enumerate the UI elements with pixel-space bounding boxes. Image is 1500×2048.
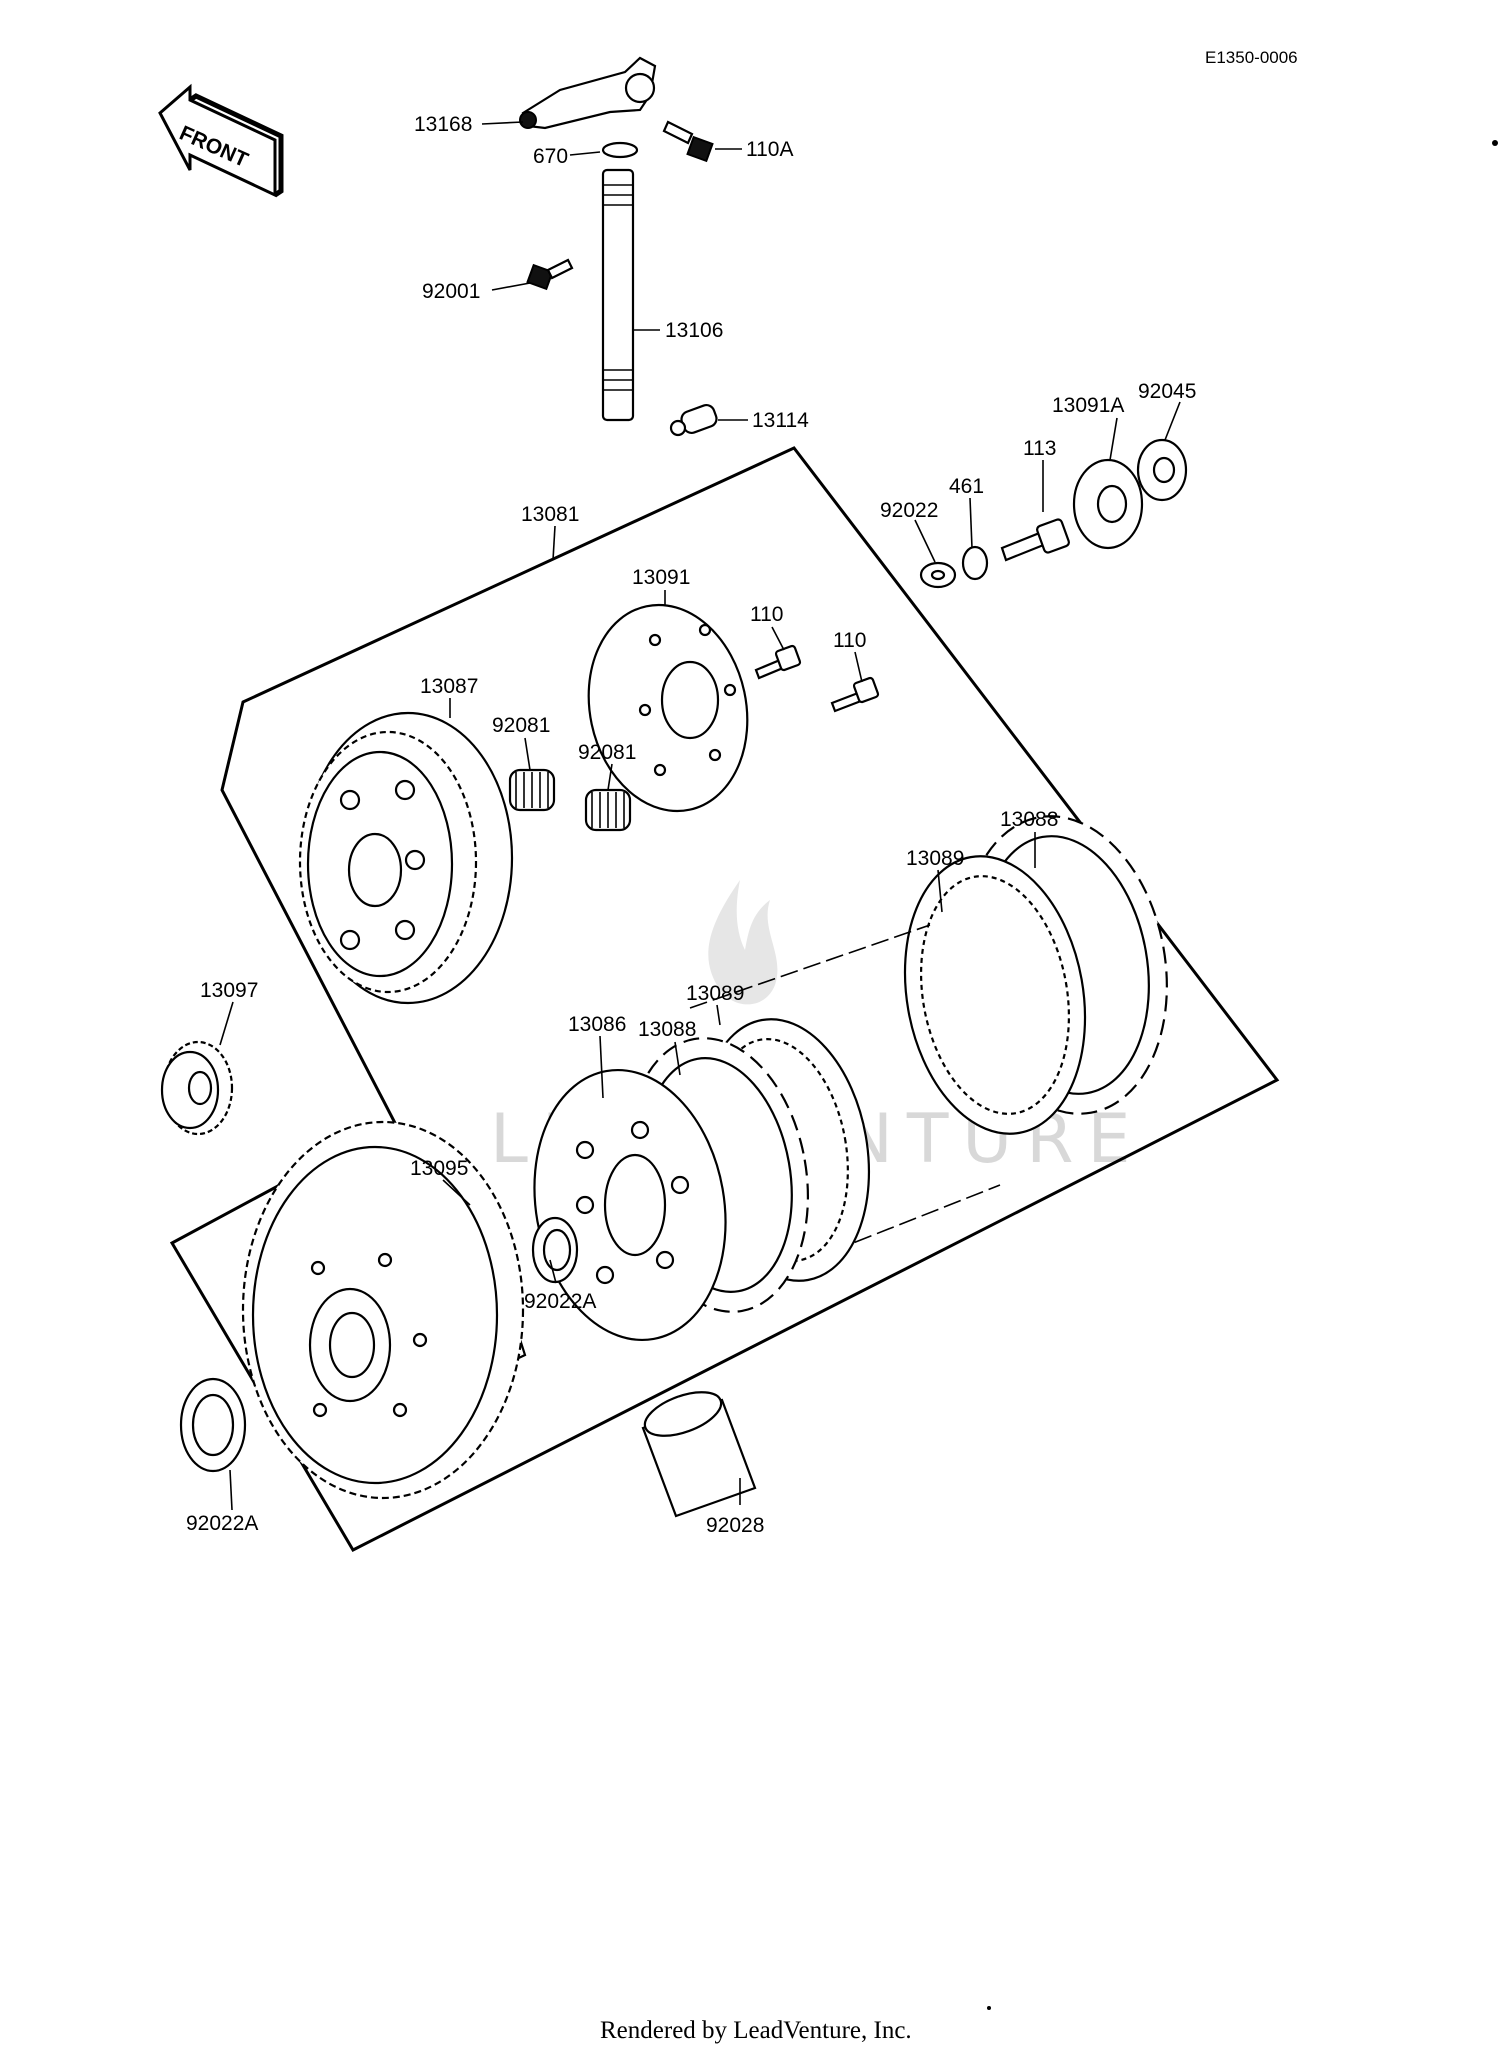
part-label-110A: 110A: [746, 138, 794, 161]
edge-dot: [1492, 140, 1498, 146]
part-label-461: 461: [949, 475, 984, 498]
spring-92081-a: [508, 768, 556, 812]
part-label-92081-a: 92081: [492, 714, 550, 737]
part-label-13114: 13114: [752, 409, 809, 432]
part-label-92028: 92028: [706, 1514, 764, 1537]
part-label-110-a: 110: [750, 603, 783, 626]
part-label-13095: 13095: [410, 1157, 468, 1180]
part-label-92022A-inner: 92022A: [524, 1290, 596, 1313]
part-label-92001: 92001: [422, 280, 480, 303]
gear-13097: [160, 1040, 234, 1136]
part-label-110-b: 110: [833, 629, 866, 652]
part-label-670: 670: [533, 145, 568, 168]
watermark-flame-icon: [708, 880, 778, 1005]
bearing-holder-13091A: [1072, 458, 1144, 550]
part-label-13088-right: 13088: [1000, 808, 1058, 831]
pin-13114: [669, 404, 718, 437]
clutch-center-13086: [533, 1068, 727, 1342]
leader-lines: [219, 121, 1181, 1511]
part-label-92022A-outer: 92022A: [186, 1512, 258, 1535]
o-ring-670: [601, 141, 639, 159]
collar-92028: [641, 1391, 757, 1518]
part-label-113: 113: [1023, 437, 1056, 460]
washer-461: [961, 545, 989, 581]
shaft-13106: [601, 168, 635, 422]
part-label-13168: 13168: [414, 113, 472, 136]
spring-92081-b: [584, 788, 632, 832]
part-label-13089-left: 13089: [686, 982, 744, 1005]
bolt-110A: [662, 120, 714, 163]
bolt-92001: [526, 258, 574, 291]
bolt-113: [1000, 518, 1070, 562]
diagram-code: E1350-0006: [1205, 48, 1298, 67]
bolt-110-a: [754, 644, 802, 680]
steel-plate-13089-right: [903, 855, 1087, 1135]
part-label-13086: 13086: [568, 1013, 626, 1036]
footer-dot: [987, 2006, 991, 2010]
bearing-92045: [1136, 438, 1188, 502]
part-label-92022: 92022: [880, 499, 938, 522]
part-label-13097: 13097: [200, 979, 258, 1002]
clutch-hub-13087: [298, 711, 514, 1005]
part-label-13089-right: 13089: [906, 847, 964, 870]
part-label-13088-left: 13088: [638, 1018, 696, 1041]
front-arrow-icon: FRONT: [158, 83, 284, 198]
pressure-plate-13091: [587, 603, 749, 813]
part-labels: 13168 670 110A 92001 13106 13114 13091A …: [186, 113, 1196, 1537]
bolt-110-b: [830, 676, 880, 713]
part-label-92045: 92045: [1138, 380, 1196, 403]
clutch-housing-13095: [241, 1120, 527, 1500]
stack-guide-top: [689, 924, 931, 1009]
part-label-13091A: 13091A: [1052, 394, 1124, 417]
part-label-13087: 13087: [420, 675, 478, 698]
part-label-13091: 13091: [632, 566, 690, 589]
release-lever-13168: [519, 56, 657, 130]
part-label-13081: 13081: [521, 503, 579, 526]
footer-credit: Rendered by LeadVenture, Inc.: [600, 2017, 912, 2044]
part-label-13106: 13106: [665, 319, 723, 342]
part-label-92081-b: 92081: [578, 741, 636, 764]
